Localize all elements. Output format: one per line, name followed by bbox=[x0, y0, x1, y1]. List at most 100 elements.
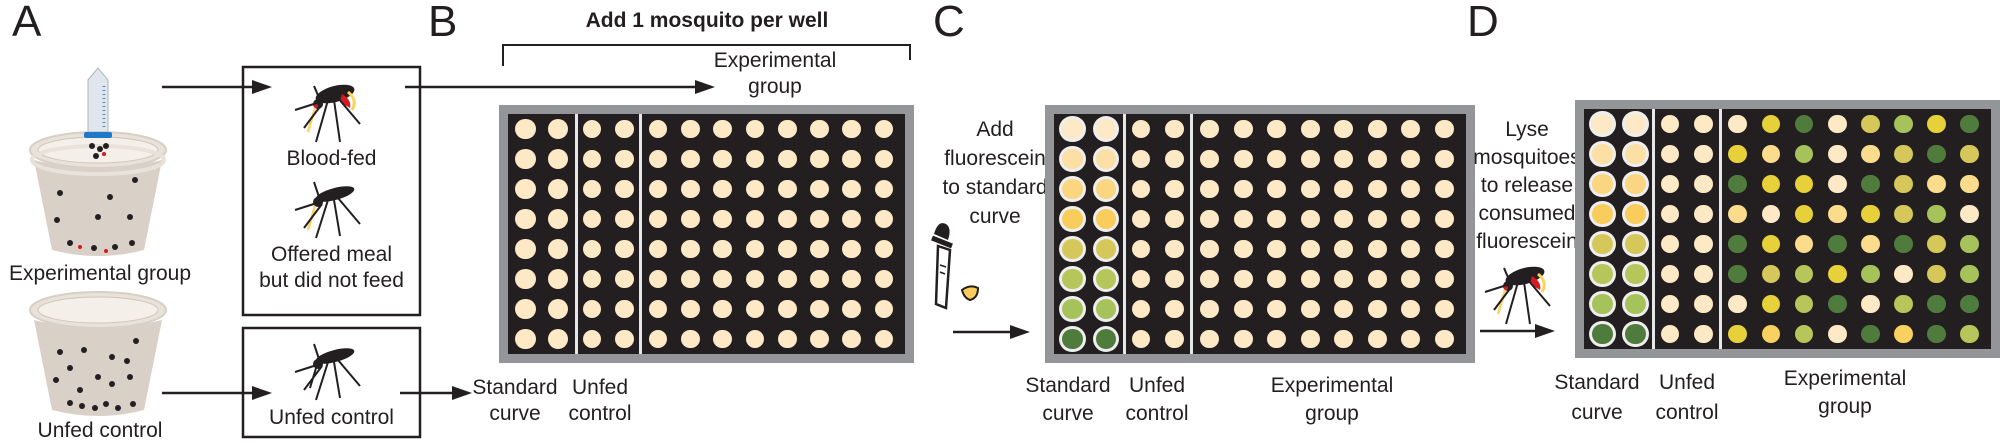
box-label-unfed-control: Unfed control bbox=[269, 406, 394, 429]
lysed-mosquito-icon bbox=[1484, 266, 1551, 325]
cup-label-experimental: Experimental group bbox=[8, 262, 192, 285]
well bbox=[648, 299, 668, 319]
well bbox=[515, 238, 537, 260]
well bbox=[1591, 233, 1613, 255]
well bbox=[1728, 114, 1748, 134]
well bbox=[1660, 204, 1680, 224]
well bbox=[1893, 204, 1913, 224]
well bbox=[1200, 269, 1220, 289]
well bbox=[1960, 144, 1979, 164]
well bbox=[1794, 114, 1814, 134]
plate-d-label-exp-2: group bbox=[1818, 395, 1872, 418]
well bbox=[1434, 299, 1454, 319]
well bbox=[1827, 114, 1847, 134]
well bbox=[1693, 174, 1713, 194]
well bbox=[1693, 144, 1713, 164]
well bbox=[1960, 114, 1979, 134]
well bbox=[1893, 234, 1913, 254]
well bbox=[1624, 263, 1646, 285]
well bbox=[1095, 268, 1117, 290]
arrow-cup-to-unfed-box bbox=[162, 386, 272, 400]
well bbox=[1165, 119, 1184, 139]
well bbox=[745, 269, 765, 289]
bracket-label-2: group bbox=[748, 75, 802, 98]
well bbox=[745, 329, 765, 349]
well bbox=[582, 209, 602, 229]
well bbox=[648, 119, 668, 139]
well bbox=[614, 299, 634, 319]
well bbox=[1233, 179, 1253, 199]
well bbox=[1591, 173, 1613, 195]
well bbox=[777, 269, 797, 289]
well bbox=[1131, 119, 1151, 139]
well bbox=[1893, 144, 1913, 164]
well bbox=[547, 268, 569, 290]
well bbox=[810, 209, 829, 229]
well bbox=[1434, 239, 1454, 259]
well bbox=[582, 119, 602, 139]
well bbox=[1267, 269, 1287, 289]
well bbox=[1761, 144, 1781, 164]
well bbox=[1728, 324, 1748, 344]
well bbox=[1131, 329, 1151, 349]
well bbox=[1761, 204, 1781, 224]
well bbox=[1401, 179, 1421, 199]
step-header-b: Add 1 mosquito per well bbox=[585, 9, 829, 32]
well bbox=[1401, 299, 1421, 319]
well bbox=[1693, 294, 1713, 314]
well bbox=[1334, 269, 1354, 289]
well bbox=[842, 179, 862, 199]
plate-c-label-exp-2: group bbox=[1305, 402, 1359, 425]
plate-b-label-unfed-2: control bbox=[568, 402, 632, 425]
well bbox=[1827, 294, 1847, 314]
well bbox=[1062, 328, 1083, 350]
well bbox=[745, 179, 765, 199]
well bbox=[1131, 179, 1151, 199]
unfed-control-mosquito-icon bbox=[294, 343, 361, 401]
plate-divider bbox=[574, 114, 578, 354]
well bbox=[648, 179, 668, 199]
well bbox=[1200, 299, 1220, 319]
well bbox=[874, 119, 894, 139]
box-label-blood-fed: Blood-fed bbox=[286, 147, 377, 170]
well bbox=[1893, 114, 1913, 134]
well bbox=[1926, 144, 1946, 164]
well bbox=[1334, 209, 1354, 229]
well bbox=[745, 149, 765, 169]
well bbox=[1200, 149, 1220, 169]
well bbox=[547, 238, 569, 260]
well bbox=[1095, 328, 1117, 350]
plate-c-label-std-1: Standard bbox=[1025, 374, 1111, 397]
well bbox=[1062, 118, 1083, 140]
well bbox=[614, 209, 634, 229]
well bbox=[1794, 324, 1814, 344]
well bbox=[515, 178, 537, 200]
feeder-tube-icon bbox=[84, 67, 112, 159]
well bbox=[648, 209, 668, 229]
well bbox=[1926, 204, 1946, 224]
mosquito-cup-unfed bbox=[29, 291, 167, 416]
well bbox=[1660, 294, 1680, 314]
well bbox=[842, 149, 862, 169]
well bbox=[1300, 209, 1320, 229]
well bbox=[1960, 204, 1979, 224]
well bbox=[713, 239, 733, 259]
well bbox=[547, 178, 569, 200]
well bbox=[777, 149, 797, 169]
well bbox=[1761, 264, 1781, 284]
well bbox=[1300, 149, 1320, 169]
well bbox=[1660, 144, 1680, 164]
well bbox=[648, 149, 668, 169]
well bbox=[874, 149, 894, 169]
well bbox=[777, 329, 797, 349]
well bbox=[874, 179, 894, 199]
well bbox=[1926, 324, 1946, 344]
well bbox=[582, 149, 602, 169]
box-label-offered-1: Offered meal bbox=[270, 243, 392, 266]
well bbox=[1794, 174, 1814, 194]
well bbox=[582, 269, 602, 289]
plate-b bbox=[499, 105, 914, 363]
step-c-line3: to standard bbox=[942, 176, 1048, 199]
plate-d-label-exp-1: Experimental bbox=[1783, 367, 1907, 390]
well bbox=[515, 148, 537, 170]
